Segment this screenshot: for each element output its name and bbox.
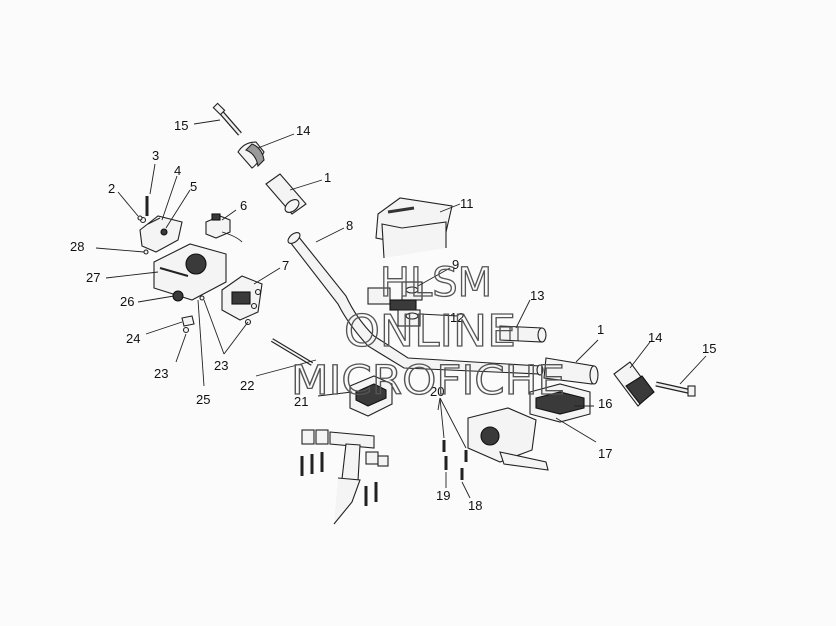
callout-11: 11 <box>460 196 474 211</box>
callout-15-right: 15 <box>702 341 716 356</box>
callout-2: 2 <box>108 181 115 196</box>
part-bar-pad <box>375 197 453 259</box>
callout-15-top: 15 <box>174 118 188 133</box>
part-switch-housing <box>221 275 263 326</box>
callout-7: 7 <box>282 258 289 273</box>
part-bar-clamps <box>367 281 423 327</box>
callout-5: 5 <box>190 179 197 194</box>
part-handlebar <box>287 232 544 376</box>
watermark-line-3: MICROFICHE <box>291 358 565 404</box>
callout-8: 8 <box>346 218 353 233</box>
part-mount-block <box>349 375 393 417</box>
part-bolt-right <box>655 381 696 397</box>
callout-3: 3 <box>152 148 159 163</box>
callout-20: 20 <box>430 384 444 399</box>
watermark-line-1: HLSM <box>380 260 492 306</box>
part-knob <box>172 290 184 302</box>
part-throttle-tube <box>499 325 547 343</box>
callout-22: 22 <box>240 378 254 393</box>
part-bolt-top <box>212 102 242 136</box>
part-grip-top <box>265 173 307 215</box>
part-housing <box>153 243 227 301</box>
watermark-line-2: ONLINE <box>344 306 516 357</box>
callout-26: 26 <box>120 294 134 309</box>
callout-28: 28 <box>70 239 84 254</box>
part-end-cap-right <box>613 361 655 407</box>
part-switch <box>205 213 243 243</box>
part-screws-lower <box>442 440 468 480</box>
watermark: HLSM ONLINE MICROFICHE <box>290 259 565 404</box>
callout-25: 25 <box>196 392 210 407</box>
callout-19: 19 <box>436 488 450 503</box>
callout-17: 17 <box>598 446 612 461</box>
part-stem-assembly <box>300 429 389 525</box>
callout-23-right: 23 <box>214 358 228 373</box>
callout-23-left: 23 <box>154 366 168 381</box>
callout-14-top: 14 <box>296 123 310 138</box>
part-master-cylinder <box>467 383 591 471</box>
callout-18: 18 <box>468 498 482 513</box>
callout-21: 21 <box>294 394 308 409</box>
part-pin <box>270 338 314 366</box>
callout-1-right: 1 <box>597 322 604 337</box>
callout-12: 12 <box>450 310 464 325</box>
callout-9: 9 <box>452 257 459 272</box>
callout-4: 4 <box>174 163 181 178</box>
callout-14-right: 14 <box>648 330 662 345</box>
callout-24: 24 <box>126 331 140 346</box>
callout-16: 16 <box>598 396 612 411</box>
part-bracket <box>139 215 183 253</box>
callout-1-top: 1 <box>324 170 331 185</box>
part-cap <box>181 315 195 327</box>
part-small-screws <box>137 215 205 334</box>
leader-lines <box>95 119 707 499</box>
callout-6: 6 <box>240 198 247 213</box>
part-end-cap-top <box>237 141 265 169</box>
part-grip-right <box>543 357 599 385</box>
callout-13: 13 <box>530 288 544 303</box>
callout-27: 27 <box>86 270 100 285</box>
